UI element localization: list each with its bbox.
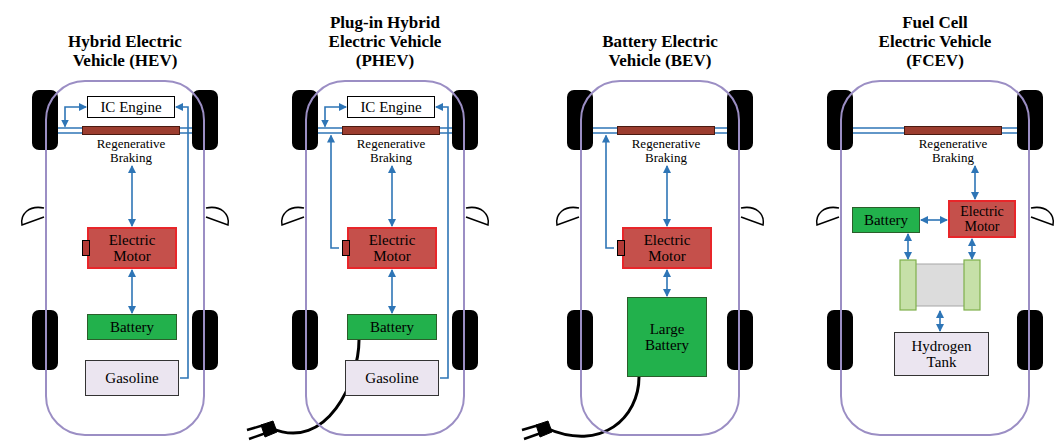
box-label: Hydrogen Tank (900, 338, 983, 370)
fuel-cell-arrow (971, 239, 973, 259)
box-label: Electric Motor (955, 204, 1009, 234)
battery-box: Battery (347, 314, 437, 340)
flow-arrow (131, 270, 133, 313)
wheel (1017, 310, 1043, 370)
box-label: Regenerative Braking (904, 137, 1002, 165)
battery-box: Battery (852, 207, 920, 233)
plug-pin (249, 433, 266, 439)
fuel-cell-plate (964, 260, 980, 310)
regenerative-braking: Regenerative Braking (82, 126, 180, 165)
wheel (452, 90, 478, 150)
engine-box: IC Engine (87, 96, 175, 118)
box-label: Gasoline (365, 370, 418, 386)
wheel (727, 90, 753, 150)
motor-box: Electric Motor (87, 227, 177, 269)
box-label: Electric Motor (94, 232, 170, 264)
motor-shaft (342, 240, 350, 256)
box-label: IC Engine (360, 99, 421, 115)
box-label: IC Engine (100, 99, 161, 115)
tank-box: Gasoline (345, 360, 439, 396)
vehicle-body: Fuel Cell Electric Vehicle (FCEV)Regener… (840, 80, 1030, 436)
flow-arrow (974, 166, 976, 199)
regenerative-braking: Regenerative Braking (617, 126, 715, 165)
flow-arrow (131, 166, 133, 226)
motor-drive-arrow (331, 136, 339, 249)
engine-box: IC Engine (347, 96, 435, 118)
vehicle-body: Battery Electric Vehicle (BEV)Regenerati… (580, 80, 740, 436)
side-mirror (206, 207, 228, 225)
regenerative-braking: Regenerative Braking (342, 126, 440, 165)
flow-arrow (666, 166, 668, 226)
motor-shaft (82, 240, 90, 256)
regenerative-braking: Regenerative Braking (904, 126, 1002, 165)
side-mirror (22, 207, 44, 225)
wheel (192, 90, 218, 150)
side-mirror (1031, 207, 1053, 225)
box-label: Regenerative Braking (342, 137, 440, 165)
side-mirror (741, 207, 763, 225)
box-label: Battery (864, 212, 908, 228)
flow-arrow (391, 166, 393, 226)
box-label: Electric Motor (629, 232, 705, 264)
plug-pin (524, 433, 541, 439)
motor-drive-arrow (606, 136, 614, 249)
motor-box: Electric Motor (622, 227, 712, 269)
braking-bar (82, 126, 180, 135)
vehicle-title: Plug-in Hybrid Electric Vehicle (PHEV) (310, 13, 460, 70)
plug-pin (522, 425, 539, 430)
fuel-cell-core (914, 264, 966, 306)
side-mirror (466, 207, 488, 225)
box-label: Battery (110, 319, 154, 335)
fuel-cell-arrow (939, 311, 941, 331)
motor-box: Electric Motor (347, 227, 437, 269)
flow-arrow (391, 270, 393, 313)
braking-bar (342, 126, 440, 135)
battery-box: Large Battery (627, 297, 707, 377)
box-label: Large Battery (633, 321, 701, 353)
vehicle-title: Fuel Cell Electric Vehicle (FCEV) (874, 13, 996, 70)
box-label: Electric Motor (354, 232, 430, 264)
fuel-cell-arrow (907, 234, 909, 259)
wheel (192, 310, 218, 370)
tank-box: Hydrogen Tank (894, 332, 989, 376)
box-label: Regenerative Braking (82, 137, 180, 165)
wheel (1017, 90, 1043, 150)
flow-arrow (436, 107, 448, 378)
flow-arrow (666, 270, 668, 296)
motor-box: Electric Motor (948, 200, 1016, 238)
side-mirror (817, 207, 839, 225)
vehicle-title: Hybrid Electric Vehicle (HEV) (50, 32, 200, 70)
side-mirror (557, 207, 579, 225)
motor-shaft (617, 240, 625, 256)
fuel-cell-plate (900, 260, 916, 310)
flow-arrow (921, 219, 947, 221)
braking-bar (617, 126, 715, 135)
flow-arrow (176, 107, 188, 378)
side-mirror (282, 207, 304, 225)
box-label: Regenerative Braking (617, 137, 715, 165)
vehicle-body: Plug-in Hybrid Electric Vehicle (PHEV)IC… (305, 80, 465, 436)
engine-drive-arrow (65, 107, 86, 127)
box-label: Battery (370, 319, 414, 335)
tank-box: Gasoline (85, 360, 179, 396)
plug-pin (247, 425, 264, 430)
box-label: Gasoline (105, 370, 158, 386)
vehicle-title: Battery Electric Vehicle (BEV) (598, 32, 723, 70)
vehicle-body: Hybrid Electric Vehicle (HEV)IC EngineRe… (45, 80, 205, 436)
braking-bar (904, 126, 1002, 135)
wheel (727, 310, 753, 370)
wheel (452, 310, 478, 370)
engine-drive-arrow (325, 107, 346, 127)
battery-box: Battery (87, 314, 177, 340)
charging-cable (546, 377, 639, 436)
